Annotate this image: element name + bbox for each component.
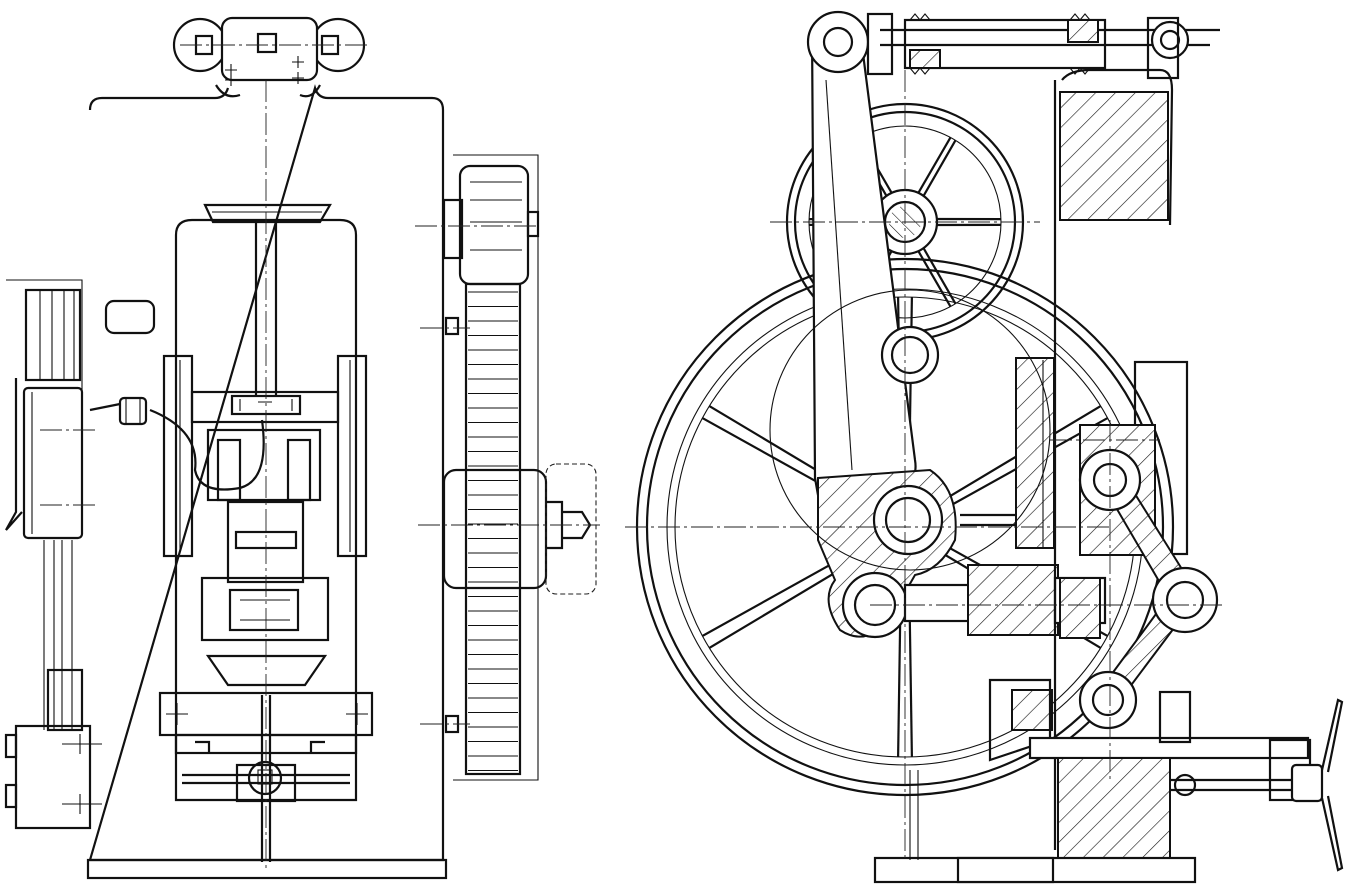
main-housing: [88, 84, 445, 862]
drive-motor: [4, 279, 102, 830]
inspection-window: [104, 299, 156, 335]
spoke-line: [916, 248, 952, 308]
lifting-eye-assembly: [172, 16, 370, 98]
spoke-line: [921, 139, 957, 199]
spoke-line: [916, 136, 952, 196]
frame-column-lower: [1057, 757, 1171, 859]
front-view: [4, 16, 600, 880]
spoke-line: [921, 245, 957, 305]
inner-chamber: [174, 218, 358, 802]
frame-column-upper: [1059, 91, 1169, 221]
side-section-view: [625, 10, 1344, 884]
flywheel-front: [442, 154, 597, 781]
flywheel-teeth: [468, 291, 518, 772]
adjustment-handle: [1170, 698, 1344, 872]
top-screw-assembly: [866, 12, 1220, 80]
